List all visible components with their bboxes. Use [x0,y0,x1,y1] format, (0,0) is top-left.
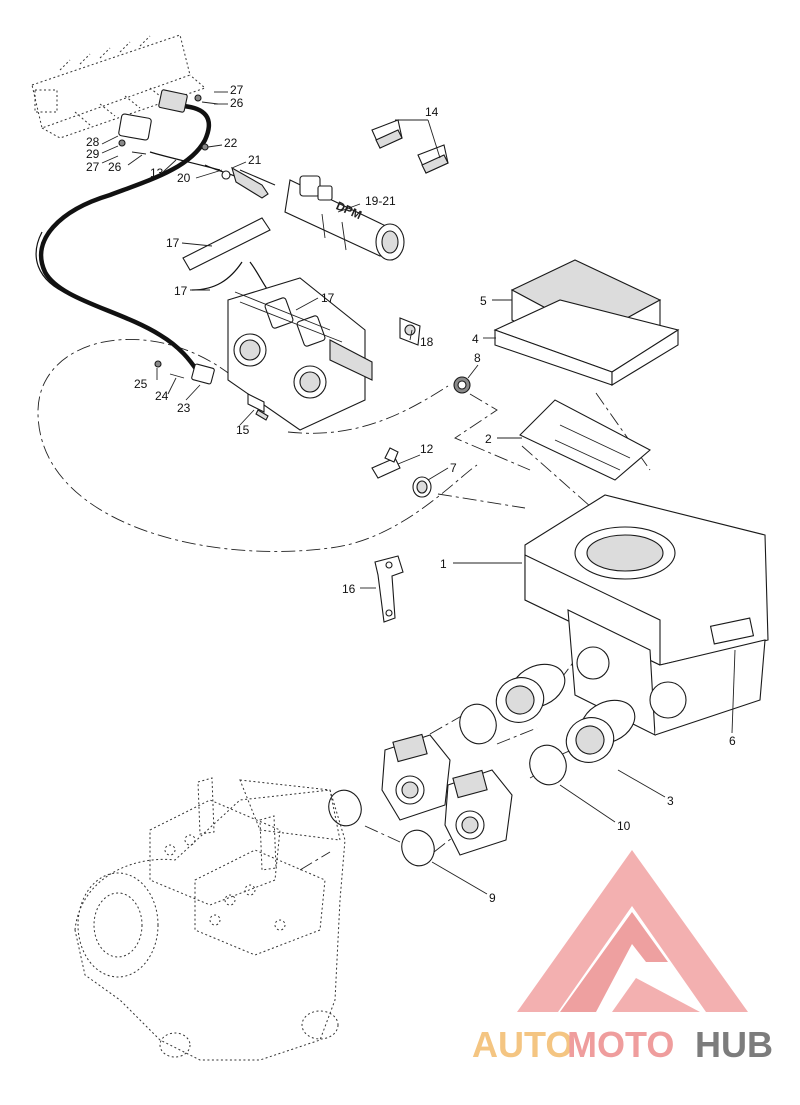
air-filter [493,259,680,386]
label-part-12: 12 [420,442,434,456]
label-part-23: 23 [177,401,191,415]
label-part-17-hose: 17 [174,284,188,298]
label-part-26-left: 26 [108,160,122,174]
label-part-20: 20 [177,171,191,185]
label-part-5: 5 [480,294,487,308]
label-part-6: 6 [729,734,736,748]
fittings [371,376,471,498]
label-part-7: 7 [450,461,457,475]
watermark-text-moto: MOTO [567,1024,674,1065]
part-labels: 1 2 3 4 5 6 7 8 9 10 12 13 14 15 16 17 1… [86,83,736,905]
label-part-18: 18 [420,335,434,349]
watermark-text-hub: HUB [695,1024,773,1065]
label-part-17-line: 17 [321,291,335,305]
electrical-box [31,34,206,139]
label-part-3: 3 [667,794,674,808]
connectors-top-left [118,89,276,199]
sensor-connectors [154,317,421,421]
label-part-10: 10 [617,819,631,833]
label-part-2: 2 [485,432,492,446]
label-part-13: 13 [150,166,164,180]
label-part-27-left: 27 [86,160,100,174]
label-part-24: 24 [155,389,169,403]
label-part-16: 16 [342,582,356,596]
bracket [374,555,404,623]
airbox [524,494,769,736]
label-part-22: 22 [224,136,238,150]
label-part-19-21: 19-21 [365,194,396,208]
watermark-text-auto: AUTO [472,1024,573,1065]
throttle-body-assembly [227,277,373,431]
intake-boots [495,663,636,763]
label-part-28: 28 [86,135,100,149]
fuel-tube [182,217,271,271]
leader-lines [101,91,736,895]
watermark-inner-mark [560,912,668,1012]
label-part-26-top: 26 [230,96,244,110]
label-part-9: 9 [489,891,496,905]
label-part-25: 25 [134,377,148,391]
label-part-14: 14 [425,105,439,119]
label-part-29: 29 [86,147,100,161]
engine-block [74,777,346,1061]
watermark-base [612,978,700,1012]
watermark-logo: AUTO MOTO HUB [472,850,773,1065]
label-part-17-tube: 17 [166,236,180,250]
fuel-rail: DPM [284,175,405,261]
label-part-1: 1 [440,557,447,571]
watermark-triangle [517,850,748,1012]
cover-plate [519,399,651,481]
label-part-4: 4 [472,332,479,346]
label-part-8: 8 [474,351,481,365]
clips [371,119,449,174]
label-part-15: 15 [236,423,250,437]
carburetors [381,733,513,856]
label-part-27-top: 27 [230,83,244,97]
hose-clamps [328,703,567,867]
label-part-21: 21 [248,153,262,167]
